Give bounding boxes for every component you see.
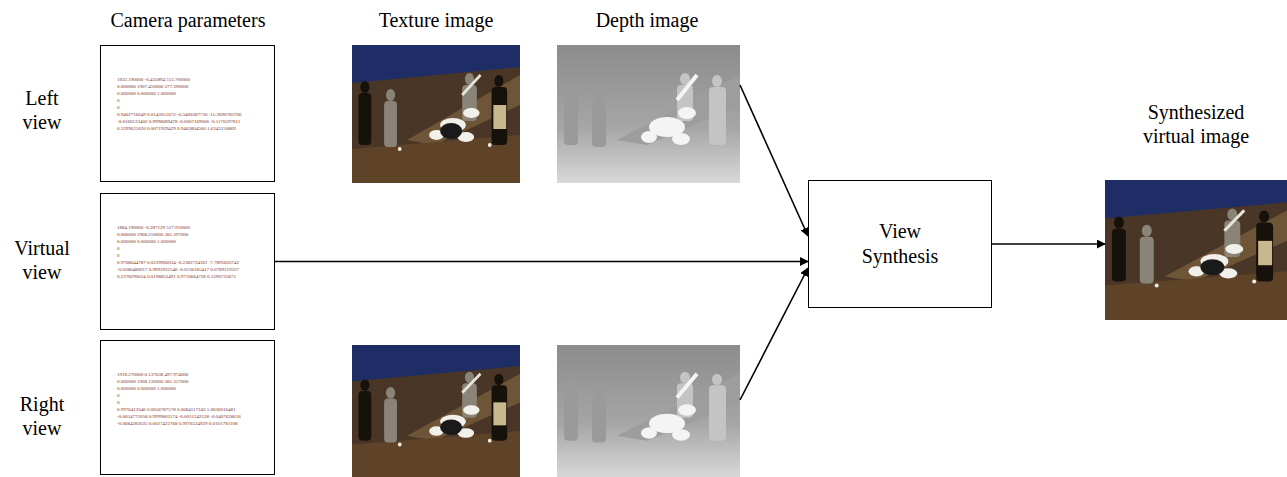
- output-image-node: Synthesized virtual image: [1105, 100, 1287, 160]
- parameter-line: -0.0054772058 0.9999803174 -0.0031242538…: [117, 413, 268, 420]
- parameter-line: 0.9708644787 0.0239966034 -0.2382724361 …: [117, 259, 268, 266]
- camera-parameter-box: 1832.190000 -0.435894 513.7000000.000000…: [100, 45, 275, 182]
- parameter-line: 0.000000 0.000000 1.000000: [117, 238, 268, 245]
- depth-arrow: [740, 268, 808, 400]
- parameter-line: 0: [117, 245, 268, 252]
- parameter-line: 0.000000 1908.130000 381.357000: [117, 378, 268, 385]
- parameter-line: -0.0684282035 0.0027422768 0.9976524929 …: [117, 420, 268, 427]
- parameter-line: 0.000000 1907.450000 377.390000: [117, 83, 268, 90]
- row-label: Left view: [4, 86, 80, 134]
- parameter-line: 0: [117, 97, 268, 104]
- depth-image: [557, 45, 740, 183]
- texture-image: [352, 345, 520, 477]
- parameter-line: 0.000000 0.000000 1.000000: [117, 385, 268, 392]
- parameter-line: 1884.190000 -0.287129 517.910000: [117, 224, 268, 231]
- column-header: Depth image: [547, 8, 747, 32]
- flow-arrow: [992, 243, 1105, 245]
- parameter-line: 0: [117, 252, 268, 259]
- parameter-line: 1832.190000 -0.435894 513.700000: [117, 76, 268, 83]
- parameter-line: 0.9976412046 0.0056787578 0.0684117243 1…: [117, 406, 268, 413]
- parameter-line: 0.9402716649 0.0143051672 -0.3400387730 …: [117, 111, 268, 118]
- process-box: View Synthesis: [808, 180, 992, 308]
- flow-arrow: [275, 261, 808, 263]
- column-header: Camera parameters: [88, 8, 288, 32]
- parameter-line: -0.0160123402 0.9998689478 -0.0007169006…: [117, 118, 268, 125]
- depth-arrow: [740, 85, 808, 236]
- parameter-line: 0.2378290634 0.0198853491 0.9710664728 0…: [117, 273, 268, 280]
- row-label: Right view: [4, 392, 80, 440]
- text-group: View Synthesis: [845, 219, 955, 269]
- parameter-line: 1918.270000 0.137638 497.974000: [117, 371, 268, 378]
- parameter-line: -0.0280480917 0.9995932546 -0.0136185417…: [117, 266, 268, 273]
- depth-image: [557, 345, 740, 477]
- parameter-line: 0: [117, 104, 268, 111]
- texture-image: [352, 45, 520, 183]
- column-header: Texture image: [336, 8, 536, 32]
- parameter-line: 0.000000 0.000000 1.000000: [117, 90, 268, 97]
- node-text: View Synthesis: [845, 219, 955, 269]
- synthesized-image: [1105, 180, 1287, 320]
- parameter-line: 0: [117, 399, 268, 406]
- parameter-line: 0.000000 1968.210000 381.397000: [117, 231, 268, 238]
- camera-parameter-box: 1918.270000 0.137638 497.9740000.000000 …: [100, 340, 275, 475]
- row-label: Virtual view: [0, 236, 84, 284]
- camera-parameter-box: 1884.190000 -0.287129 517.9100000.000000…: [100, 193, 275, 330]
- parameter-line: 0.3399625020 0.0071929429 0.9403804560 1…: [117, 125, 268, 132]
- parameter-line: 0: [117, 392, 268, 399]
- node-text: Synthesized virtual image: [1121, 100, 1271, 148]
